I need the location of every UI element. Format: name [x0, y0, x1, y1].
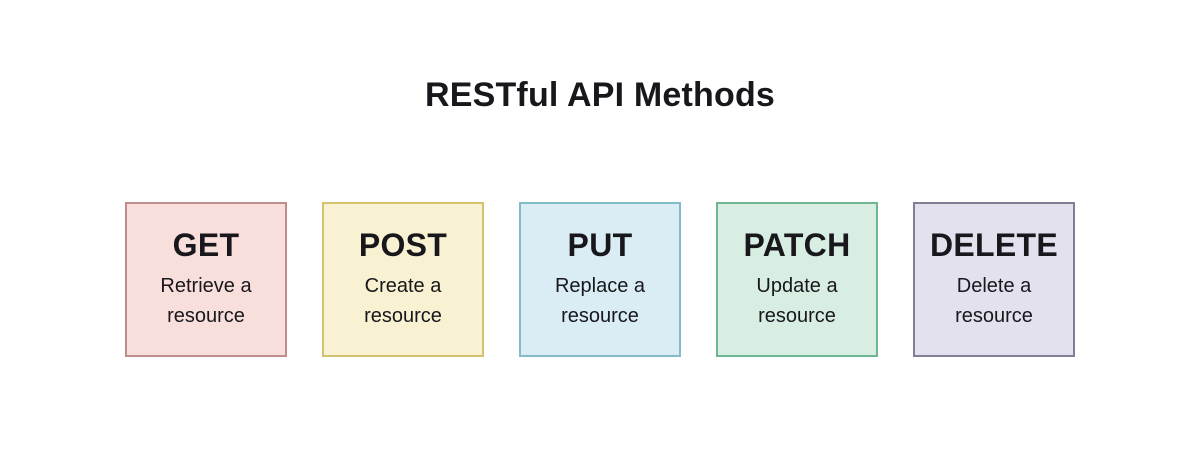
method-card-put: PUT Replace a resource — [519, 202, 681, 357]
method-card-post: POST Create a resource — [322, 202, 484, 357]
method-name-patch: PATCH — [743, 226, 851, 263]
method-card-delete: DELETE Delete a resource — [913, 202, 1075, 357]
method-description-patch: Update a resource — [756, 275, 838, 328]
method-name-post: POST — [358, 226, 448, 263]
methods-row: GET Retrieve a resource POST Create a re… — [0, 202, 1200, 357]
method-name-put: PUT — [567, 226, 633, 263]
method-description-delete: Delete a resource — [955, 275, 1033, 328]
method-description-put: Replace a resource — [554, 275, 646, 328]
method-description-post: Create a resource — [364, 275, 442, 328]
method-name-get: GET — [172, 226, 240, 263]
method-card-patch: PATCH Update a resource — [716, 202, 878, 357]
page-title: RESTful API Methods — [424, 76, 776, 114]
method-card-get: GET Retrieve a resource — [125, 202, 287, 357]
method-description-get: Retrieve a resource — [160, 275, 252, 328]
method-name-delete: DELETE — [929, 226, 1059, 263]
